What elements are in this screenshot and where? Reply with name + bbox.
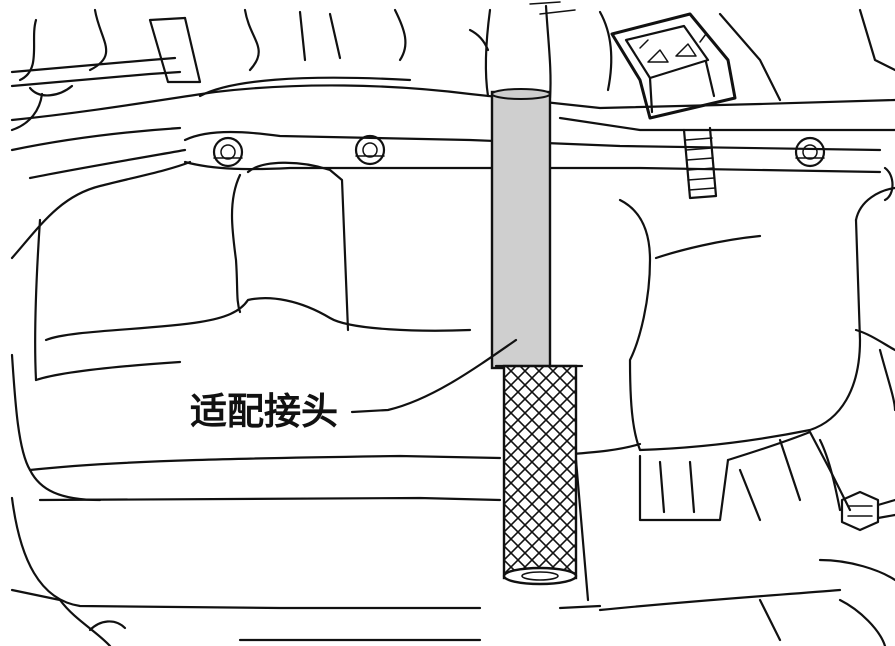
cross-member bbox=[10, 76, 895, 152]
oil-pan-body bbox=[10, 161, 895, 646]
oil-pan-flange bbox=[10, 130, 882, 260]
callout-leader-line bbox=[350, 338, 518, 414]
upper-bracket bbox=[10, 8, 407, 132]
flange-bolt-middle bbox=[354, 134, 386, 166]
threaded-stud bbox=[682, 126, 718, 200]
adapter-callout-label: 适配接头 bbox=[190, 390, 338, 433]
adapter-tool bbox=[490, 88, 584, 586]
knurled-grip bbox=[494, 364, 584, 580]
edge-bolt-right bbox=[883, 166, 894, 202]
flange-bolt-right bbox=[794, 136, 826, 168]
connector-housing bbox=[598, 8, 895, 120]
flange-bolt-left bbox=[212, 136, 244, 168]
hose bbox=[468, 1, 576, 100]
